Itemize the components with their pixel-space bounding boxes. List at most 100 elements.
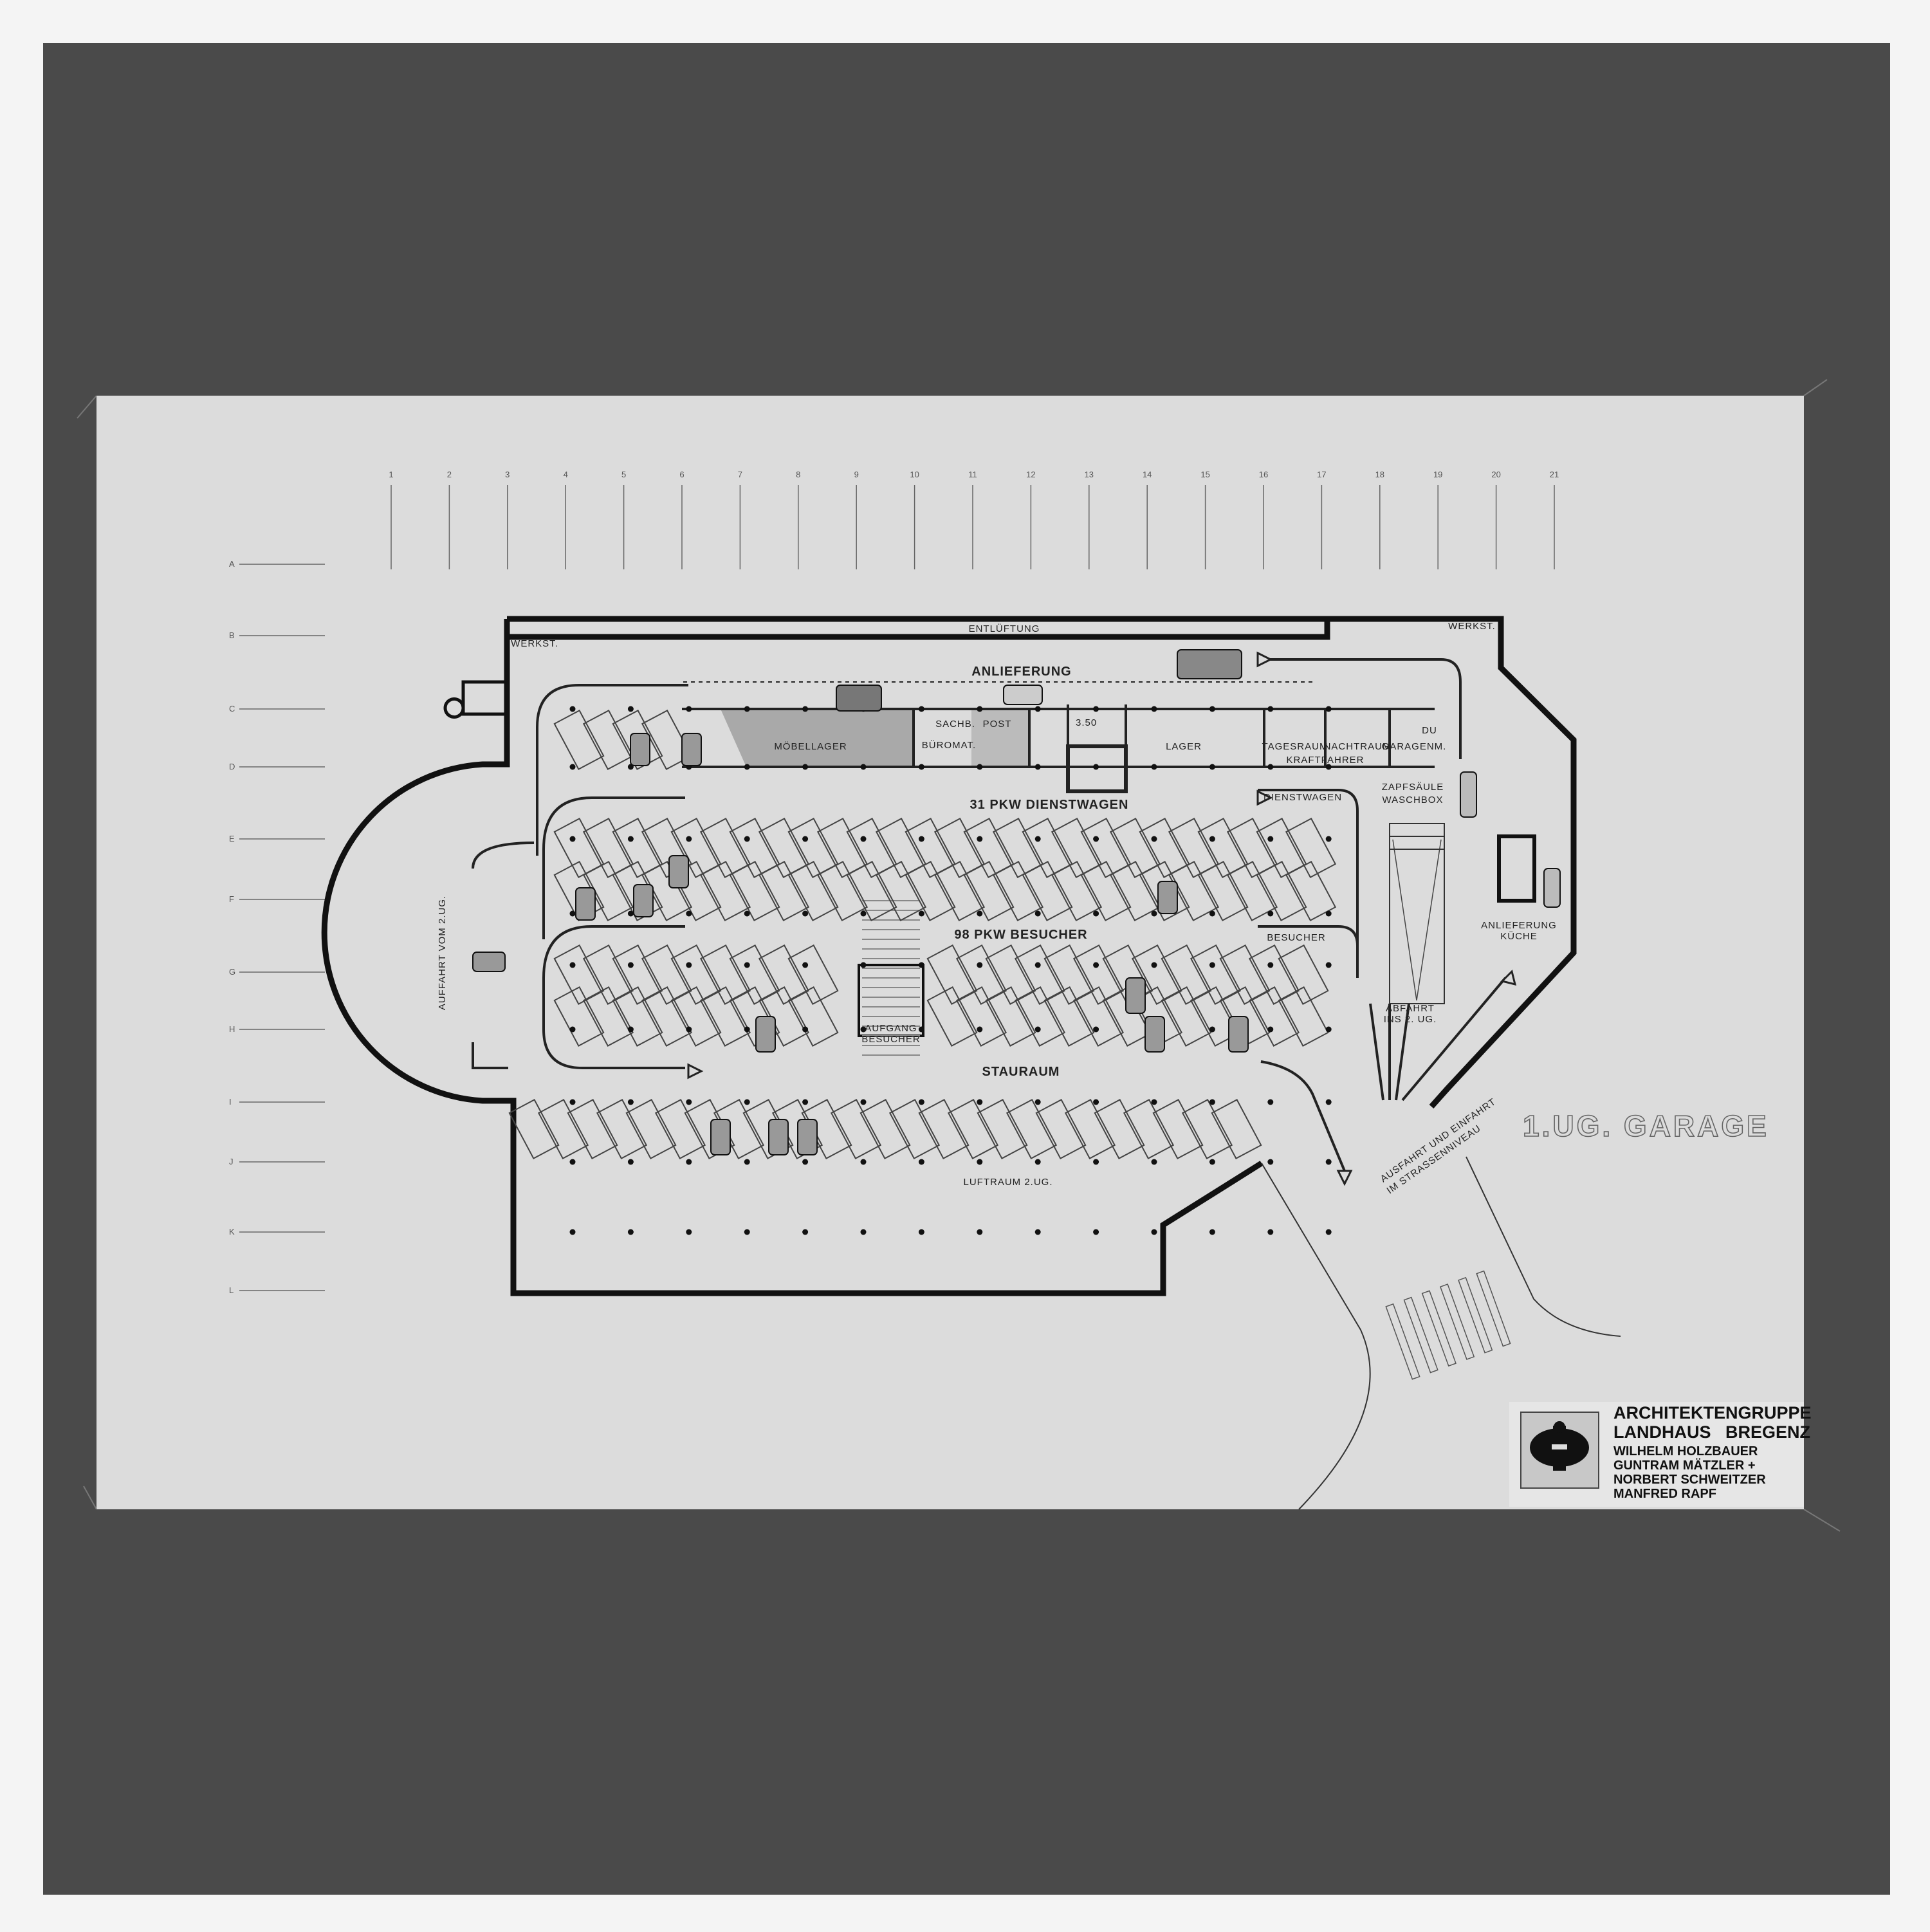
label-aufgang: AUFGANG	[865, 1023, 917, 1034]
column-dot	[1151, 962, 1157, 968]
parking-stall	[1072, 986, 1125, 1047]
grid-column-number: 4	[564, 470, 568, 479]
vehicle-icon	[681, 733, 702, 766]
label-lager: LAGER	[1166, 741, 1202, 752]
column-dot	[1151, 1099, 1157, 1105]
parking-stall	[729, 861, 780, 921]
column-dot	[977, 706, 983, 712]
parking-stall	[933, 861, 986, 921]
road-marking	[1458, 1276, 1493, 1354]
label-arrow-dienstwagen: DIENSTWAGEN	[1264, 792, 1342, 803]
vehicle-icon	[768, 1119, 789, 1155]
grid-column-number: 13	[1085, 470, 1094, 479]
title-block-line1: ARCHITEKTENGRUPPE	[1613, 1403, 1812, 1422]
column-dot	[1267, 764, 1274, 770]
parking-stall	[758, 944, 810, 1005]
grid-column-number: 5	[621, 470, 626, 479]
column-dot	[686, 836, 692, 842]
column-dot	[686, 1229, 692, 1235]
parking-stall	[955, 986, 1007, 1047]
road-marking	[1385, 1303, 1420, 1380]
column-dot	[860, 836, 867, 842]
parking-stall	[612, 986, 663, 1047]
label-stauraum: STAURAUM	[982, 1065, 1060, 1079]
label-entlueftung: ENTLÜFTUNG	[969, 623, 1040, 634]
parking-stall	[1256, 861, 1307, 921]
ramp-slope-mark	[1392, 839, 1442, 1001]
column-dot	[1209, 1026, 1215, 1033]
label-werkst-right: WERKST.	[1448, 621, 1496, 632]
architect-name: NORBERT SCHWEITZER	[1613, 1473, 1766, 1487]
grid-row-letter: D	[229, 762, 235, 771]
vehicle-icon	[575, 887, 596, 921]
grid-column-number: 9	[854, 470, 859, 479]
column-dot	[627, 836, 634, 842]
parking-stall	[955, 944, 1007, 1005]
column-dot	[686, 962, 692, 968]
parking-stall	[830, 1099, 882, 1159]
parking-stall	[1035, 1099, 1087, 1159]
parking-stall	[553, 710, 605, 770]
column-dot	[977, 1099, 983, 1105]
parking-stall	[787, 944, 839, 1005]
column-dot	[1267, 962, 1274, 968]
label-abfahrt-ins-2ug: INS 2. UG.	[1384, 1014, 1437, 1025]
column-dot	[1034, 962, 1041, 968]
column-dot	[1151, 1229, 1157, 1235]
parking-stall	[508, 1099, 560, 1159]
label-anlieferung-kueche-1: ANLIEFERUNG	[1481, 920, 1557, 931]
post-room	[971, 709, 1029, 767]
vehicle-icon	[710, 1119, 731, 1155]
parking-stall	[1278, 944, 1329, 1005]
column-dot	[860, 910, 867, 917]
label-31-pkw-dienstwagen: 31 PKW DIENSTWAGEN	[970, 798, 1129, 812]
label-abfahrt: ABFAHRT	[1386, 1003, 1435, 1014]
column-dot	[918, 1159, 924, 1165]
column-dot	[569, 1229, 576, 1235]
parking-stall	[1094, 1099, 1145, 1159]
column-dot	[1034, 910, 1041, 917]
grid-row-letter: C	[229, 704, 235, 713]
column-dot	[802, 1099, 809, 1105]
vehicle-icon	[755, 1016, 776, 1053]
parking-stall	[1109, 861, 1161, 921]
parking-stall	[1190, 944, 1242, 1005]
column-dot	[569, 910, 576, 917]
column-dot	[569, 962, 576, 968]
column-dot	[1034, 1159, 1041, 1165]
parking-stall	[1168, 861, 1220, 921]
column-dot	[1267, 910, 1274, 917]
kitchen-stair	[1497, 834, 1536, 903]
vehicle-icon	[1228, 1016, 1249, 1053]
grid-row-letter: L	[229, 1285, 234, 1295]
column-dot	[1209, 706, 1215, 712]
ramp-down-2ug	[1389, 836, 1445, 1004]
column-dot	[569, 1026, 576, 1033]
column-dot	[1267, 1229, 1274, 1235]
column-dot	[1151, 764, 1157, 770]
grid-column-number: 8	[796, 470, 800, 479]
parking-stall	[1072, 944, 1125, 1005]
column-dot	[686, 1099, 692, 1105]
parking-stall	[1064, 1099, 1116, 1159]
column-dot	[860, 1099, 867, 1105]
column-dot	[627, 1159, 634, 1165]
column-dot	[1151, 836, 1157, 842]
grid-column-number: 12	[1026, 470, 1035, 479]
column-dot	[1209, 836, 1215, 842]
parking-stall	[1278, 986, 1329, 1047]
column-dot	[686, 1026, 692, 1033]
road-marking	[1403, 1296, 1438, 1374]
column-dot	[1209, 962, 1215, 968]
column-dot	[860, 1026, 867, 1033]
vehicle-icon	[1543, 868, 1561, 908]
parking-stall	[1043, 944, 1095, 1005]
grid-column-number: 3	[505, 470, 510, 479]
column-dot	[802, 836, 809, 842]
grid-row-letter: G	[229, 967, 235, 977]
column-dot	[1267, 1026, 1274, 1033]
parking-stall	[977, 1099, 1028, 1159]
